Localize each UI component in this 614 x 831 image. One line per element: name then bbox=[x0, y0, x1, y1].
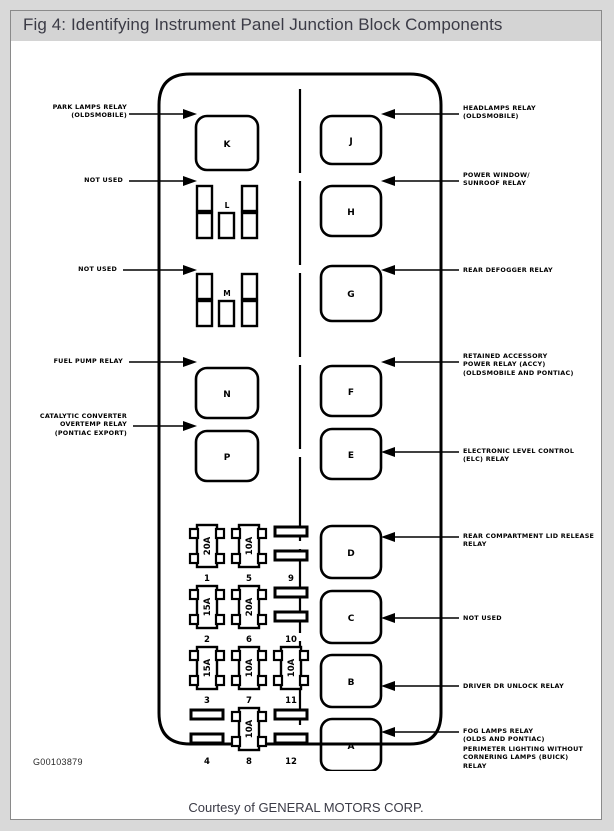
relay-G-label: G bbox=[347, 290, 354, 300]
relay-K[interactable]: K bbox=[194, 114, 260, 172]
fuse-slot-8[interactable]: 10A 8 bbox=[230, 706, 268, 767]
socket-M-label: M bbox=[223, 289, 230, 298]
fuse-number-12: 12 bbox=[285, 757, 297, 767]
fuse-slot-6[interactable]: 20A 6 bbox=[230, 584, 268, 645]
callout-power-window-sunroof-relay: POWER WINDOW/ SUNROOF RELAY bbox=[463, 171, 530, 188]
callout-headlamps-relay: HEADLAMPS RELAY (OLDSMOBILE) bbox=[463, 104, 536, 121]
callout-catalytic-converter-overtemp-relay: CATALYTIC CONVERTER OVERTEMP RELAY (PONT… bbox=[39, 412, 127, 437]
callout-not-used-3: NOT USED bbox=[463, 614, 502, 622]
fuse-slot-5[interactable]: 10A 5 bbox=[230, 523, 268, 584]
junction-block-outline bbox=[157, 72, 443, 746]
callout-rear-compartment-lid-release-relay: REAR COMPARTMENT LID RELEASE RELAY bbox=[463, 532, 595, 549]
junction-block-diagram: K N P L bbox=[11, 41, 601, 773]
relay-K-label: K bbox=[224, 140, 232, 150]
fuse-block: 20A 1 10A 5 9 15A 2 20A 6 10 15A 3 10A 7 10A 11 4 10A 8 12 bbox=[188, 523, 310, 767]
relay-N-label: N bbox=[223, 390, 231, 400]
relay-J-label: J bbox=[348, 137, 352, 147]
fuse-slot-9[interactable]: 9 bbox=[273, 525, 309, 584]
callout-perimeter-lighting-relay: PERIMETER LIGHTING WITHOUT CORNERING LAM… bbox=[463, 745, 584, 770]
diagram-svg: K N P L bbox=[123, 72, 459, 773]
fuse-number-10: 10 bbox=[285, 635, 297, 645]
relay-C-label: C bbox=[348, 614, 355, 624]
relay-C[interactable]: C bbox=[319, 589, 383, 645]
fuse-number-2: 2 bbox=[204, 635, 210, 645]
callout-not-used-2: NOT USED bbox=[78, 265, 117, 273]
relay-B[interactable]: B bbox=[319, 653, 383, 709]
relay-P-label: P bbox=[224, 453, 231, 463]
fuse-slot-11[interactable]: 10A 11 bbox=[272, 645, 310, 706]
relay-D-label: D bbox=[347, 549, 354, 559]
callout-fog-lamps-relay: FOG LAMPS RELAY (OLDS AND PONTIAC) bbox=[463, 727, 545, 744]
fuse-number-5: 5 bbox=[246, 574, 252, 584]
fuse-slot-7[interactable]: 10A 7 bbox=[230, 645, 268, 706]
relay-B-label: B bbox=[348, 678, 355, 688]
relay-E[interactable]: E bbox=[319, 427, 383, 481]
callout-rear-defogger-relay: REAR DEFOGGER RELAY bbox=[463, 266, 553, 274]
arrowheads-right bbox=[381, 109, 395, 737]
fuse-rating-6: 20A bbox=[245, 597, 255, 616]
figure-id-code: G00103879 bbox=[33, 757, 83, 767]
relay-E-label: E bbox=[348, 451, 354, 461]
relay-H[interactable]: H bbox=[319, 184, 383, 238]
relay-H-label: H bbox=[347, 208, 355, 218]
page-title: Fig 4: Identifying Instrument Panel Junc… bbox=[23, 15, 503, 34]
fuse-rating-7: 10A bbox=[245, 658, 255, 677]
fuse-slot-4[interactable]: 4 bbox=[189, 708, 225, 767]
relay-N[interactable]: N bbox=[194, 366, 260, 420]
fuse-rating-11: 10A bbox=[287, 658, 297, 677]
callout-fuel-pump-relay: FUEL PUMP RELAY bbox=[53, 357, 123, 365]
fuse-rating-2: 15A bbox=[203, 597, 213, 616]
relay-A-label: A bbox=[348, 742, 355, 752]
callout-retained-accessory-power-relay: RETAINED ACCESSORY POWER RELAY (ACCY) (O… bbox=[463, 352, 574, 377]
fuse-number-11: 11 bbox=[285, 696, 297, 706]
fuse-number-4: 4 bbox=[204, 757, 210, 767]
fuse-rating-1: 20A bbox=[203, 536, 213, 555]
fuse-number-8: 8 bbox=[246, 757, 252, 767]
arrowheads-left bbox=[183, 109, 197, 431]
leader-lines-right bbox=[389, 113, 459, 733]
relay-G[interactable]: G bbox=[319, 264, 383, 323]
document-page: Fig 4: Identifying Instrument Panel Junc… bbox=[10, 10, 602, 820]
callout-not-used-1: NOT USED bbox=[84, 176, 123, 184]
fuse-number-6: 6 bbox=[246, 635, 252, 645]
relay-F-label: F bbox=[348, 388, 354, 398]
fuse-number-7: 7 bbox=[246, 696, 252, 706]
fuse-slot-10[interactable]: 10 bbox=[273, 586, 309, 645]
socket-group-L[interactable]: L bbox=[195, 184, 259, 240]
fuse-slot-2[interactable]: 15A 2 bbox=[188, 584, 226, 645]
callout-park-lamps-relay: PARK LAMPS RELAY (OLDSMOBILE) bbox=[52, 103, 127, 120]
fuse-slot-3[interactable]: 15A 3 bbox=[188, 645, 226, 706]
socket-group-M[interactable]: M bbox=[195, 272, 259, 328]
fuse-rating-5: 10A bbox=[245, 536, 255, 555]
leader-lines-left bbox=[123, 113, 189, 427]
socket-L-label: L bbox=[225, 201, 230, 210]
figure-title-bar: Fig 4: Identifying Instrument Panel Junc… bbox=[11, 11, 601, 41]
fuse-number-1: 1 bbox=[204, 574, 210, 584]
fuse-rating-3: 15A bbox=[203, 658, 213, 677]
fuse-slot-1[interactable]: 20A 1 bbox=[188, 523, 226, 584]
relay-F[interactable]: F bbox=[319, 364, 383, 418]
callout-driver-dr-unlock-relay: DRIVER DR UNLOCK RELAY bbox=[463, 682, 565, 690]
fuse-slot-12[interactable]: 12 bbox=[273, 708, 309, 767]
callout-electronic-level-control-relay: ELECTRONIC LEVEL CONTROL (ELC) RELAY bbox=[463, 447, 575, 464]
relay-J[interactable]: J bbox=[319, 114, 383, 166]
fuse-number-3: 3 bbox=[204, 696, 210, 706]
relay-D[interactable]: D bbox=[319, 524, 383, 580]
relay-P[interactable]: P bbox=[194, 429, 260, 483]
fuse-rating-8: 10A bbox=[245, 719, 255, 738]
fuse-number-9: 9 bbox=[288, 574, 294, 584]
credit-line: Courtesy of GENERAL MOTORS CORP. bbox=[188, 800, 424, 815]
